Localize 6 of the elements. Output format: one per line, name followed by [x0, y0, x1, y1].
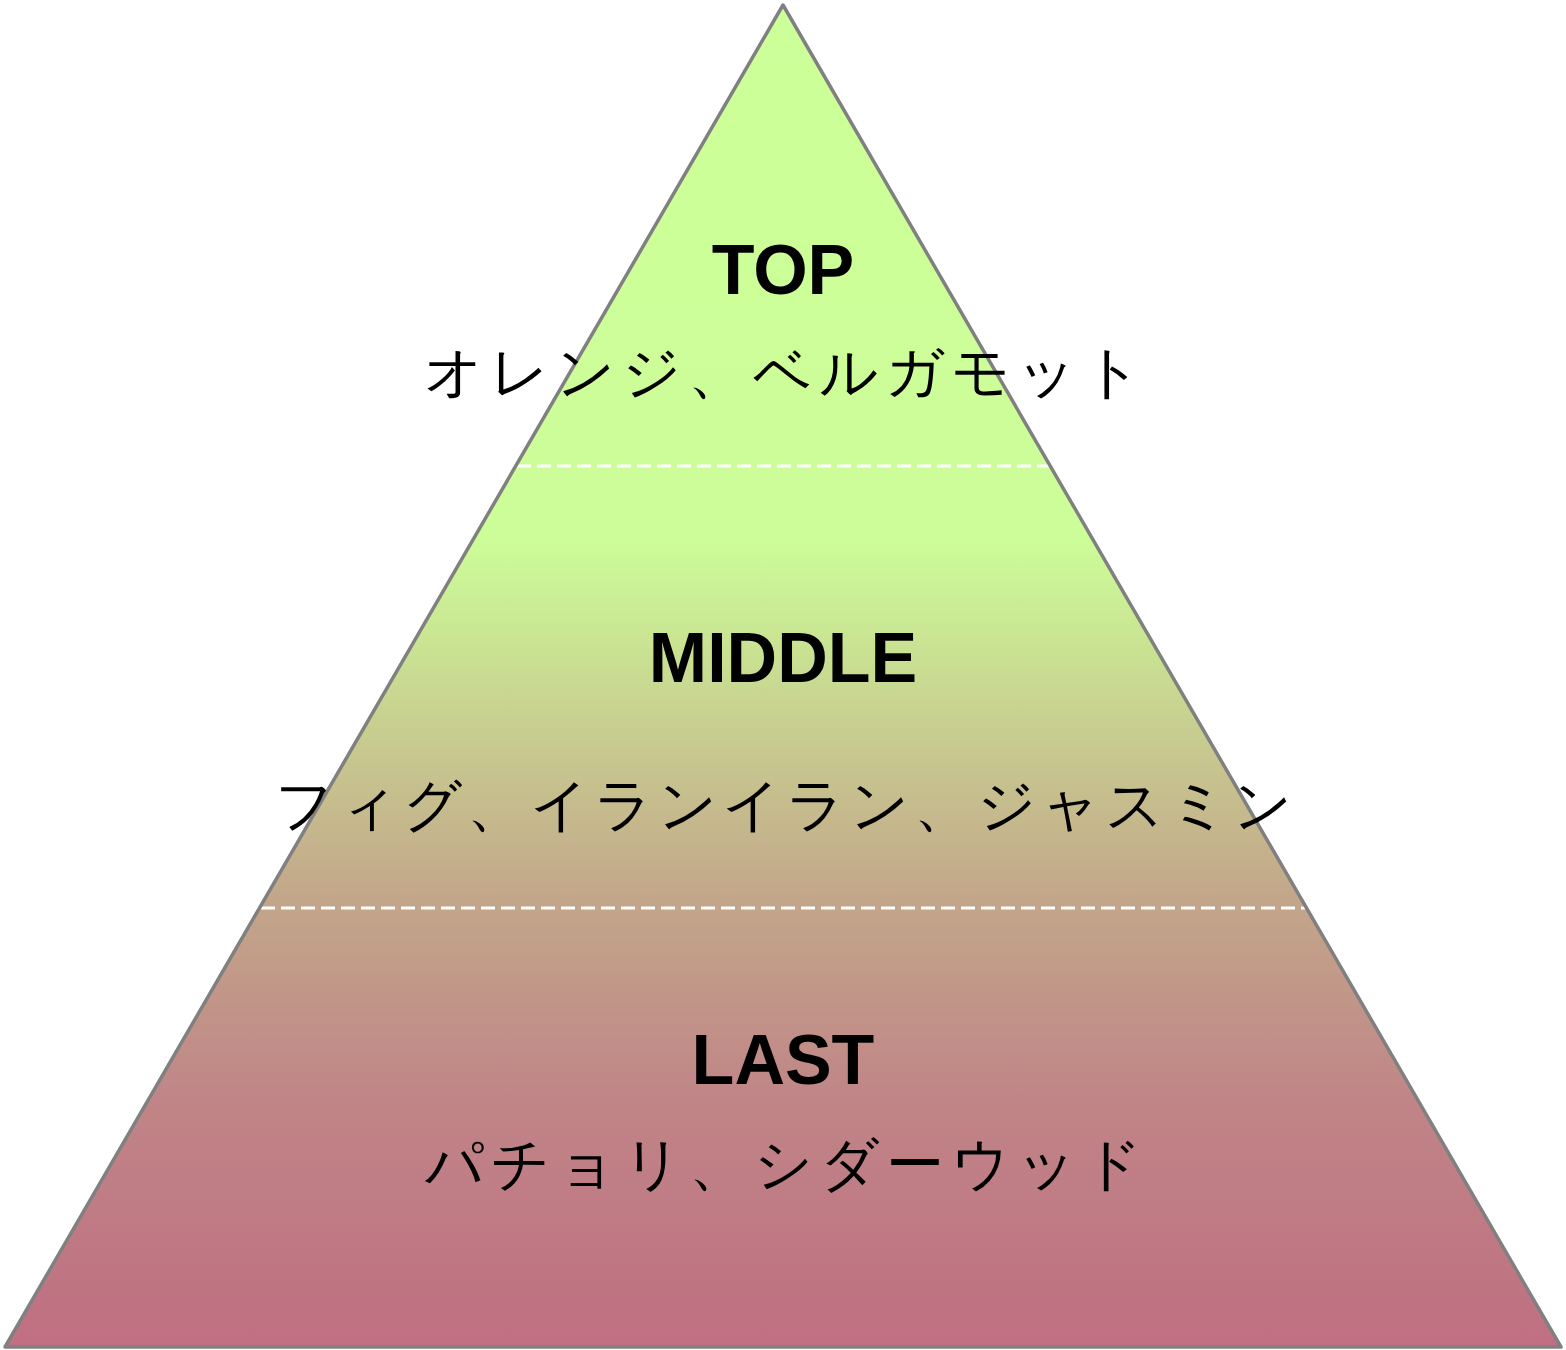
ingredient-list: オレンジ、ベルガモット	[417, 338, 1149, 408]
tier-title: LAST	[691, 1020, 875, 1101]
ingredient-list: パチョリ、シダーウッド	[417, 1130, 1149, 1200]
tier-title: MIDDLE	[648, 618, 918, 699]
tier-title: TOP	[711, 230, 855, 311]
ingredient-list: フィグ、イランイラン、ジャスミン	[269, 771, 1297, 841]
